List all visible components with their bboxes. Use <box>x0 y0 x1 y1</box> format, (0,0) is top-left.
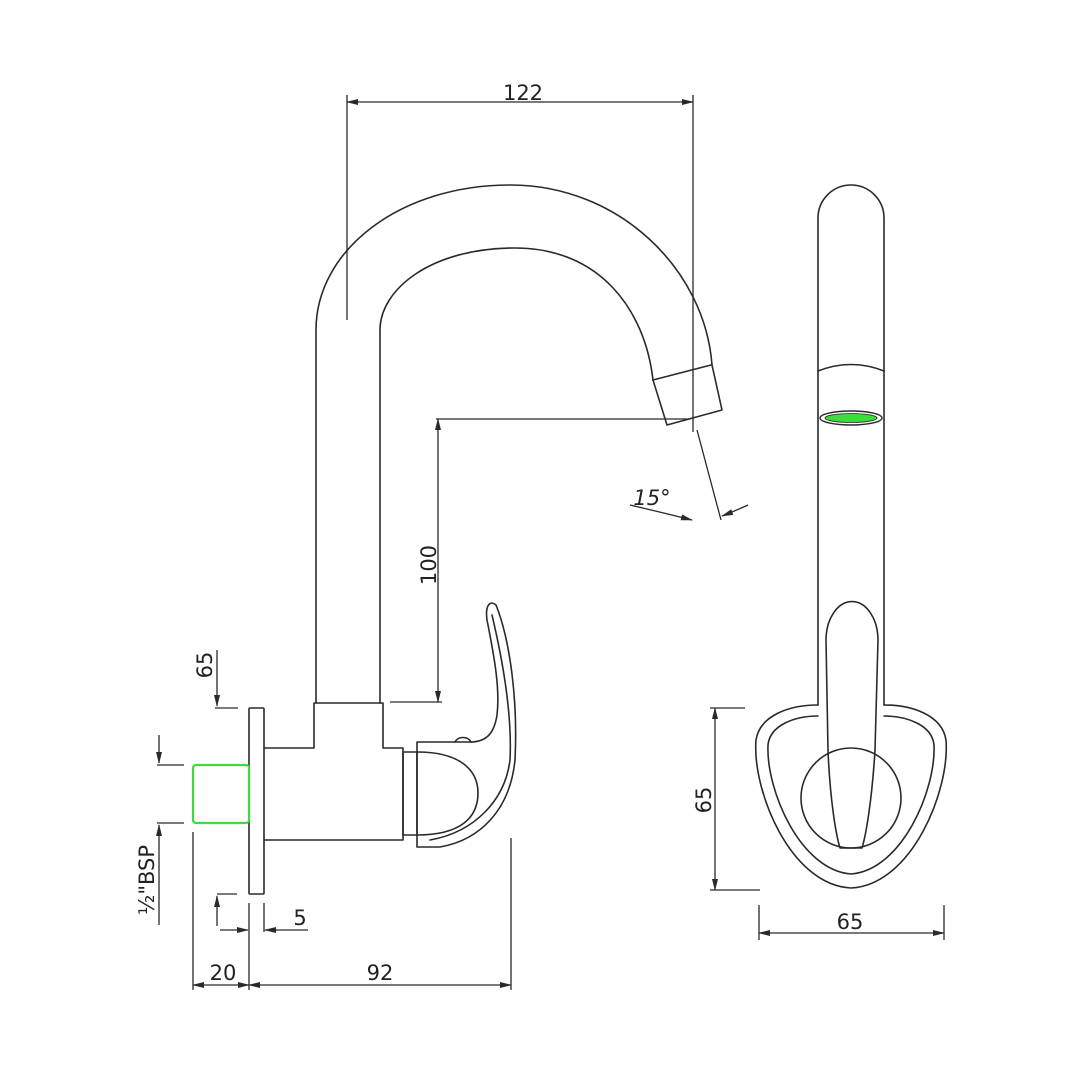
dimension-base-width: 65 <box>758 905 945 940</box>
handle-front <box>825 600 879 849</box>
dimension-label: 20 <box>210 961 237 985</box>
dimension-label: ½"BSP <box>135 845 159 915</box>
nozzle-band <box>652 364 712 381</box>
dimension-wall-offset: 65 <box>193 650 238 709</box>
dimension-inlet-thread: ½"BSP <box>135 735 184 925</box>
side-view: 122 100 15° 65 ½"BSP <box>135 81 749 990</box>
base-inner-edge <box>767 715 935 875</box>
spout-outer <box>315 184 713 704</box>
dimension-label: 65 <box>193 652 217 679</box>
dimension-label: 100 <box>417 545 441 585</box>
dimension-5: 5 <box>214 893 308 990</box>
aerator-mesh <box>824 413 878 423</box>
spout-band <box>817 363 885 372</box>
valve-cap <box>800 747 902 849</box>
handle-side <box>402 602 517 848</box>
nozzle <box>652 364 723 426</box>
dimension-angle: 15° <box>629 429 749 521</box>
wall-plate <box>248 707 265 895</box>
dimension-label: 15° <box>633 486 670 510</box>
inlet-pipe <box>191 763 251 825</box>
dimension-label: 65 <box>837 910 864 934</box>
dimension-122: 122 <box>346 81 694 432</box>
dimension-label: 92 <box>367 961 394 985</box>
valve-body <box>263 702 404 841</box>
dimension-20-92: 20 92 <box>192 832 512 990</box>
dimension-base-height: 65 <box>692 707 760 891</box>
dimension-100: 100 <box>390 418 690 703</box>
spout-front <box>817 184 885 706</box>
dimension-label: 5 <box>293 906 306 930</box>
spout-inner <box>379 247 654 704</box>
front-view: 65 65 <box>692 184 948 940</box>
base-escutcheon <box>754 704 948 889</box>
dimension-label: 65 <box>692 787 716 814</box>
dimension-label: 122 <box>503 81 543 105</box>
